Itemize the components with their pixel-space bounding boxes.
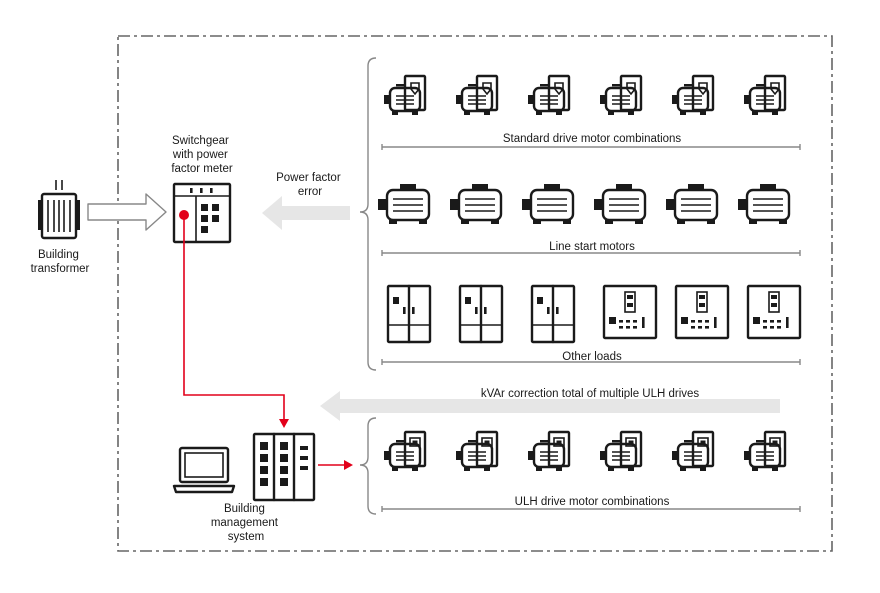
motor-icon	[736, 182, 791, 226]
control-panel-icon	[746, 284, 802, 340]
bms-cabinet-icon	[252, 432, 316, 502]
switchgear-label: Switchgear with power factor meter	[171, 135, 233, 175]
control-panel-icon	[674, 284, 730, 340]
bms-label-line: management	[211, 517, 279, 529]
ulh-drive-motor-icon	[526, 430, 571, 473]
motor-icon	[376, 182, 431, 226]
switchgear-label-line: factor meter	[171, 163, 233, 175]
signal-line-meter-to-bms	[183, 215, 285, 420]
drive-motor-icon	[526, 74, 571, 117]
switchgear-meter-icon	[172, 182, 232, 244]
other-loads-label: Other loads	[562, 351, 622, 363]
ulh-drive-motor-icon	[454, 430, 499, 473]
control-panel-icon	[602, 284, 658, 340]
transformer-label: Building transformer	[31, 249, 90, 275]
other-loads-row	[386, 284, 802, 344]
line-start-span	[381, 250, 801, 256]
ulh-drives-span	[381, 506, 801, 512]
bms-label-line: system	[228, 531, 264, 543]
ulh-drive-motor-icon	[742, 430, 787, 473]
transformer-label-line: Building	[38, 249, 79, 261]
standard-drives-span	[381, 144, 801, 150]
bms-label: Building management system	[211, 503, 281, 543]
kvar-label: kVAr correction total of multiple ULH dr…	[481, 388, 700, 400]
kvar-correction-arrow	[320, 391, 780, 421]
ulh-bracket	[359, 417, 377, 515]
standard-drives-row	[382, 74, 787, 117]
drive-motor-icon	[742, 74, 787, 117]
ulh-drives-label: ULH drive motor combinations	[515, 496, 670, 508]
power-factor-error-line: Power factor	[276, 172, 341, 184]
signal-arrowhead	[279, 419, 289, 428]
power-factor-error-arrow	[262, 196, 350, 230]
motor-icon	[448, 182, 503, 226]
drive-motor-icon	[382, 74, 427, 117]
motor-icon	[520, 182, 575, 226]
ulh-drive-motor-icon	[382, 430, 427, 473]
drive-motor-icon	[598, 74, 643, 117]
cabinet-icon	[458, 284, 504, 344]
transformer-label-line: transformer	[31, 263, 90, 275]
switchgear-label-line: with power	[172, 149, 228, 161]
cabinet-icon	[530, 284, 576, 344]
drive-motor-icon	[670, 74, 715, 117]
building-boundary	[117, 35, 833, 552]
laptop-icon	[172, 446, 236, 494]
line-start-label: Line start motors	[549, 241, 635, 253]
ulh-drive-motor-icon	[598, 430, 643, 473]
bms-label-line: Building	[224, 503, 265, 515]
other-loads-span	[381, 359, 801, 365]
power-factor-error-label: Power factor error	[276, 172, 344, 198]
standard-drives-label: Standard drive motor combinations	[503, 133, 682, 145]
signal-arrowhead	[344, 460, 353, 470]
drive-motor-icon	[454, 74, 499, 117]
motor-icon	[592, 182, 647, 226]
line-start-row	[376, 182, 791, 226]
cabinet-icon	[386, 284, 432, 344]
power-factor-error-line: error	[298, 186, 322, 198]
transformer-icon	[38, 180, 80, 240]
ulh-drives-row	[382, 430, 787, 473]
group-bracket	[359, 57, 377, 371]
switchgear-label-line: Switchgear	[172, 135, 229, 147]
supply-arrow	[87, 193, 167, 231]
motor-icon	[664, 182, 719, 226]
ulh-drive-motor-icon	[670, 430, 715, 473]
